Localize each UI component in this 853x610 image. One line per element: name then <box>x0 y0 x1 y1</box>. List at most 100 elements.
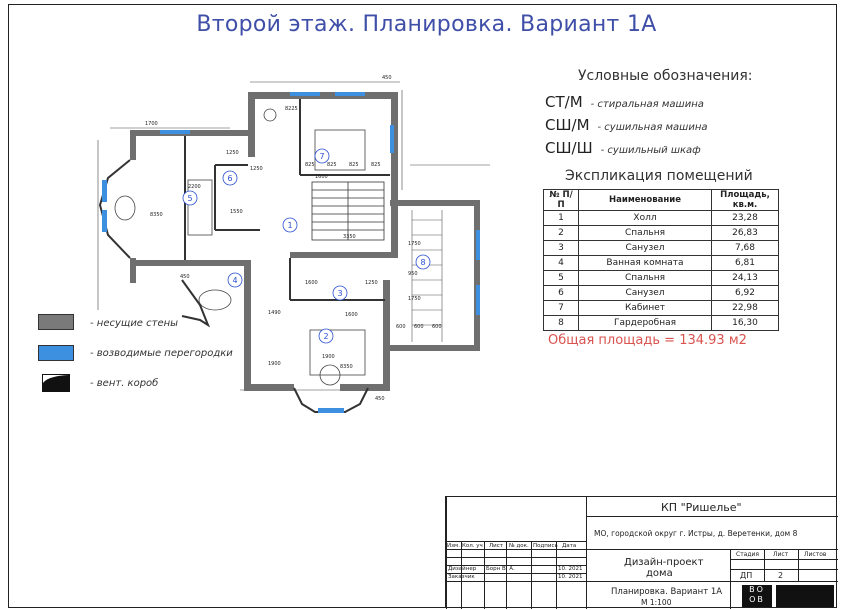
cell-name: Санузел <box>578 285 712 301</box>
stamp-header-cell: Дата <box>562 543 577 549</box>
dim-label: 1250 <box>226 150 239 156</box>
dim-label: 825 <box>327 162 337 168</box>
dim-label: 1600 <box>305 280 318 286</box>
dim-label: 950 <box>408 271 418 277</box>
dim-label: 450 <box>180 274 190 280</box>
explication-title: Экспликация помещений <box>565 168 753 184</box>
cell-name: Холл <box>578 210 712 226</box>
cell-area: 24,13 <box>711 270 779 286</box>
stamp-header-cell: Лист <box>489 543 503 549</box>
dimension-lines <box>97 81 490 391</box>
cell-number: 3 <box>543 240 579 256</box>
room-marker-3 <box>332 285 348 301</box>
dim-label: 8225 <box>285 106 298 112</box>
designer-date: 10. 2021 <box>558 566 583 572</box>
room-number-5: 5 <box>187 194 192 203</box>
sheets-label: Листов <box>804 551 827 558</box>
dim-label: 450 <box>375 396 385 402</box>
cell-name: Кабинет <box>578 300 712 316</box>
dim-label: 450 <box>382 75 392 81</box>
dim-label: 825 <box>305 162 315 168</box>
column-header: Наименование <box>578 189 712 211</box>
dim-label: 825 <box>371 162 381 168</box>
studio-logo: ВО ОВ <box>742 585 772 607</box>
dim-label: 3350 <box>343 234 356 240</box>
designer-role: Дизайнер <box>448 566 477 572</box>
cell-area: 22,98 <box>711 300 779 316</box>
window-marks <box>102 92 480 413</box>
dim-label: 1490 <box>268 310 281 316</box>
dim-label: 8350 <box>340 364 353 370</box>
doc-title-line1: Дизайн-проект <box>624 557 704 568</box>
dim-label: 600 <box>414 324 424 330</box>
dim-label: 1750 <box>408 296 421 302</box>
legend-symbol-label: - вент. короб <box>90 378 159 389</box>
room-marker-1 <box>282 217 298 233</box>
cell-number: 2 <box>543 225 579 241</box>
sheet-label: Лист <box>773 551 789 558</box>
room-number-6: 6 <box>227 174 232 183</box>
abbr-desc: - стиральная машина <box>590 99 704 110</box>
wardrobe-racks <box>411 210 443 342</box>
page-title: Второй этаж. Планировка. Вариант 1А <box>196 12 657 37</box>
legend-title: Условные обозначения: <box>578 68 753 84</box>
partitions <box>184 99 390 301</box>
designer-name: Борн В. А. <box>486 566 515 572</box>
dim-label: 2200 <box>188 184 201 190</box>
abbr-code: СТ/М <box>545 93 583 111</box>
dim-label: 1550 <box>230 209 243 215</box>
dim-label: 1600 <box>345 312 358 318</box>
cell-name: Ванная комната <box>578 255 712 271</box>
room-number-2: 2 <box>323 332 328 341</box>
vent-duct-icon <box>42 374 70 392</box>
cell-number: 8 <box>543 315 579 331</box>
abbr-desc: - сушильная машина <box>597 122 708 133</box>
cell-name: Санузел <box>578 240 712 256</box>
dimension-labels: 450 1700 8225 1600 825 825 825 825 1250 … <box>145 75 442 402</box>
cell-number: 5 <box>543 270 579 286</box>
room-number-3: 3 <box>337 289 342 298</box>
dim-label: 825 <box>349 162 359 168</box>
cell-area: 6,81 <box>711 255 779 271</box>
stamp-header-cell: Изм. <box>447 543 460 549</box>
cell-name: Спальня <box>578 270 712 286</box>
stamp-header-cell: Подпись <box>533 543 558 549</box>
title-block: КП "Ришелье" МО, городской округ г. Истр… <box>445 496 838 609</box>
room-marker-5 <box>182 190 198 206</box>
stage-label: Стадия <box>736 551 760 558</box>
cell-name: Гардеробная <box>578 315 712 331</box>
legend-symbol-label: - несущие стены <box>90 318 179 329</box>
abbr-code: СШ/Ш <box>545 139 593 157</box>
client-role: Заказчик <box>448 574 475 580</box>
sheet-scale: М 1:100 <box>641 598 672 607</box>
room-marker-8 <box>415 254 431 270</box>
stage-value: ДП <box>740 571 753 580</box>
cell-number: 6 <box>543 285 579 301</box>
dim-label: 1750 <box>408 241 421 247</box>
client-date: 10. 2021 <box>558 574 583 580</box>
dim-label: 1250 <box>250 166 263 172</box>
partition-swatch <box>38 345 74 361</box>
dim-label: 1900 <box>268 361 281 367</box>
bearing-wall-swatch <box>38 314 74 330</box>
column-header: Площадь, кв.м. <box>711 189 779 211</box>
dim-label: 600 <box>432 324 442 330</box>
project-address: МО, городской округ г. Истры, д. Веретен… <box>594 529 798 538</box>
room-marker-6 <box>222 170 238 186</box>
doc-title-line2: дома <box>646 568 673 579</box>
logo-text: ВО ОВ <box>749 585 765 604</box>
abbr-row: СШ/М- сушильная машина <box>545 116 708 134</box>
room-marker-4 <box>227 272 243 288</box>
cell-number: 7 <box>543 300 579 316</box>
cell-area: 16,30 <box>711 315 779 331</box>
room-marker-2 <box>318 328 334 344</box>
room-number-4: 4 <box>232 276 237 285</box>
cell-area: 6,92 <box>711 285 779 301</box>
cell-number: 4 <box>543 255 579 271</box>
